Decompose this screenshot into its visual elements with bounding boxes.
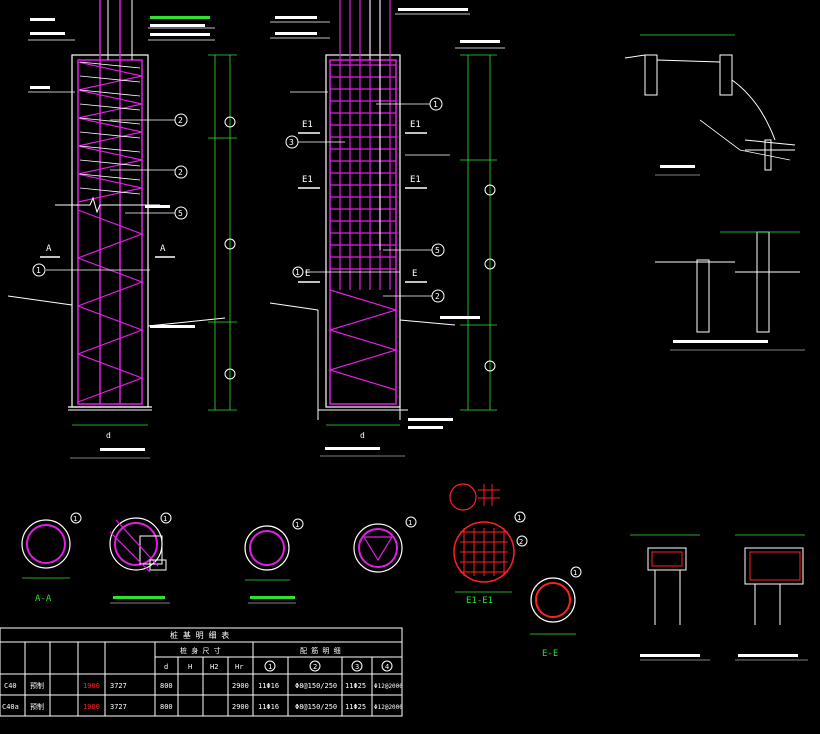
section-mark-e1-mid-right: E1 (410, 175, 421, 185)
section-mark-e-right: E (412, 269, 417, 279)
pile-schedule-table: 桩 基 明 细 表 桩 身 尺 寸 配 筋 明 细 d H H2 Hr 1 2 … (0, 627, 403, 717)
stirrup-line (79, 75, 141, 83)
pile-elevation-middle: E1 E1 E1 E1 E E 3 1 5 2 1 (269, 0, 505, 457)
section-detail-2: 1 (109, 512, 172, 604)
table-header-r4: 4 (385, 663, 389, 671)
callout-2-mid: 2 (435, 292, 440, 301)
row2-col-b: 预制 (30, 702, 44, 711)
callout-1-ee: 1 (573, 569, 577, 577)
table-header-d: d (164, 663, 168, 671)
row1-r1: 11Φ16 (258, 682, 279, 690)
row2-d: 800 (160, 703, 173, 711)
callout-1-d4: 1 (408, 519, 412, 527)
stirrup-line (79, 61, 141, 69)
detail-top-right (624, 34, 796, 176)
section-detail-4: 1 (353, 516, 417, 573)
row2-col-d: 3727 (110, 703, 127, 711)
table-header-h2: H2 (210, 663, 218, 671)
stirrup-line (79, 89, 141, 97)
callout-1-d3: 1 (295, 521, 299, 529)
callout-1-left: 1 (36, 266, 41, 275)
table-header-r2: 2 (313, 663, 317, 671)
table-title: 桩 基 明 细 表 (170, 630, 229, 640)
callout-1b-mid: 1 (295, 268, 300, 277)
table-row: C40a 预制 1900 3727 800 2900 11Φ16 Φ8@150/… (2, 702, 403, 711)
table-header-hr: Hr (235, 663, 243, 671)
row1-r2: Φ8@150/250 (295, 682, 337, 690)
row1-d: 800 (160, 682, 173, 690)
row1-col-d: 3727 (110, 682, 127, 690)
row2-label: C40a (2, 703, 19, 711)
section-detail-3: 1 (244, 518, 304, 604)
table-group-dims: 桩 身 尺 寸 (180, 646, 221, 655)
row1-r3: 11Φ25 (345, 682, 366, 690)
section-mark-e1-left: E1 (302, 120, 313, 130)
section-aa: A-A 1 (21, 512, 82, 604)
callout-2b-left: 2 (178, 168, 183, 177)
stirrup-line (79, 159, 141, 167)
section-ee: 1 E-E (530, 566, 582, 659)
row2-col-red: 1900 (83, 703, 100, 711)
section-mark-e1-right: E1 (410, 120, 421, 130)
section-caption-ee: E-E (542, 649, 558, 659)
callout-1-aa: 1 (73, 515, 77, 523)
row2-r3: 11Φ25 (345, 703, 366, 711)
callout-2-e1: 2 (519, 538, 523, 546)
row2-r2: Φ8@150/250 (295, 703, 337, 711)
section-mark-a-left: A (46, 244, 52, 254)
table-row: C40 预制 1900 3727 800 2900 11Φ16 Φ8@150/2… (4, 681, 403, 690)
spiral-rebar-lower (76, 209, 144, 403)
dim-d-left: d (106, 431, 111, 440)
table-header-h: H (188, 663, 192, 671)
table-header-r3: 3 (355, 663, 359, 671)
section-mark-e1-mid-left: E1 (302, 175, 313, 185)
row2-r4: Φ12@2000 (374, 704, 403, 711)
spiral-rebar-upper (77, 61, 143, 203)
stirrup-line (79, 103, 141, 111)
row1-col-b: 预制 (30, 681, 44, 690)
table-header-r1: 1 (268, 663, 272, 671)
stirrup-line (79, 117, 141, 125)
pile-elevation-left: A A 1 2 2 5 d (7, 0, 237, 459)
section-caption-e1: E1-E1 (466, 596, 493, 606)
detail-bottom-right-2 (735, 534, 808, 661)
stirrup-line (79, 131, 141, 139)
row1-r4: Φ12@2000 (374, 683, 403, 690)
section-mark-e-left: E (305, 269, 310, 279)
callout-1-e1: 1 (517, 514, 521, 522)
row1-label: C40 (4, 682, 17, 690)
row1-hr: 2900 (232, 682, 249, 690)
callout-5-left: 5 (178, 209, 183, 218)
spiral-rebar-middle (327, 289, 399, 391)
detail-mid-right (655, 231, 805, 351)
callout-1-mid: 1 (433, 100, 438, 109)
section-mark-a-right: A (160, 244, 166, 254)
row1-col-red: 1900 (83, 682, 100, 690)
callout-5-mid: 5 (435, 246, 440, 255)
row2-r1: 11Φ16 (258, 703, 279, 711)
callout-2-left: 2 (178, 116, 183, 125)
section-caption-aa: A-A (35, 594, 52, 604)
section-e1e1: 1 2 E1-E1 (449, 483, 528, 606)
callout-1-d2: 1 (163, 515, 167, 523)
stirrup-line (79, 145, 141, 153)
dim-d-middle: d (360, 431, 365, 440)
table-group-rebar: 配 筋 明 细 (300, 646, 341, 655)
stirrup-line (79, 187, 141, 195)
row2-hr: 2900 (232, 703, 249, 711)
detail-bottom-right-1 (630, 534, 710, 661)
callout-3-mid: 3 (289, 138, 294, 147)
stirrup-line (79, 173, 141, 181)
